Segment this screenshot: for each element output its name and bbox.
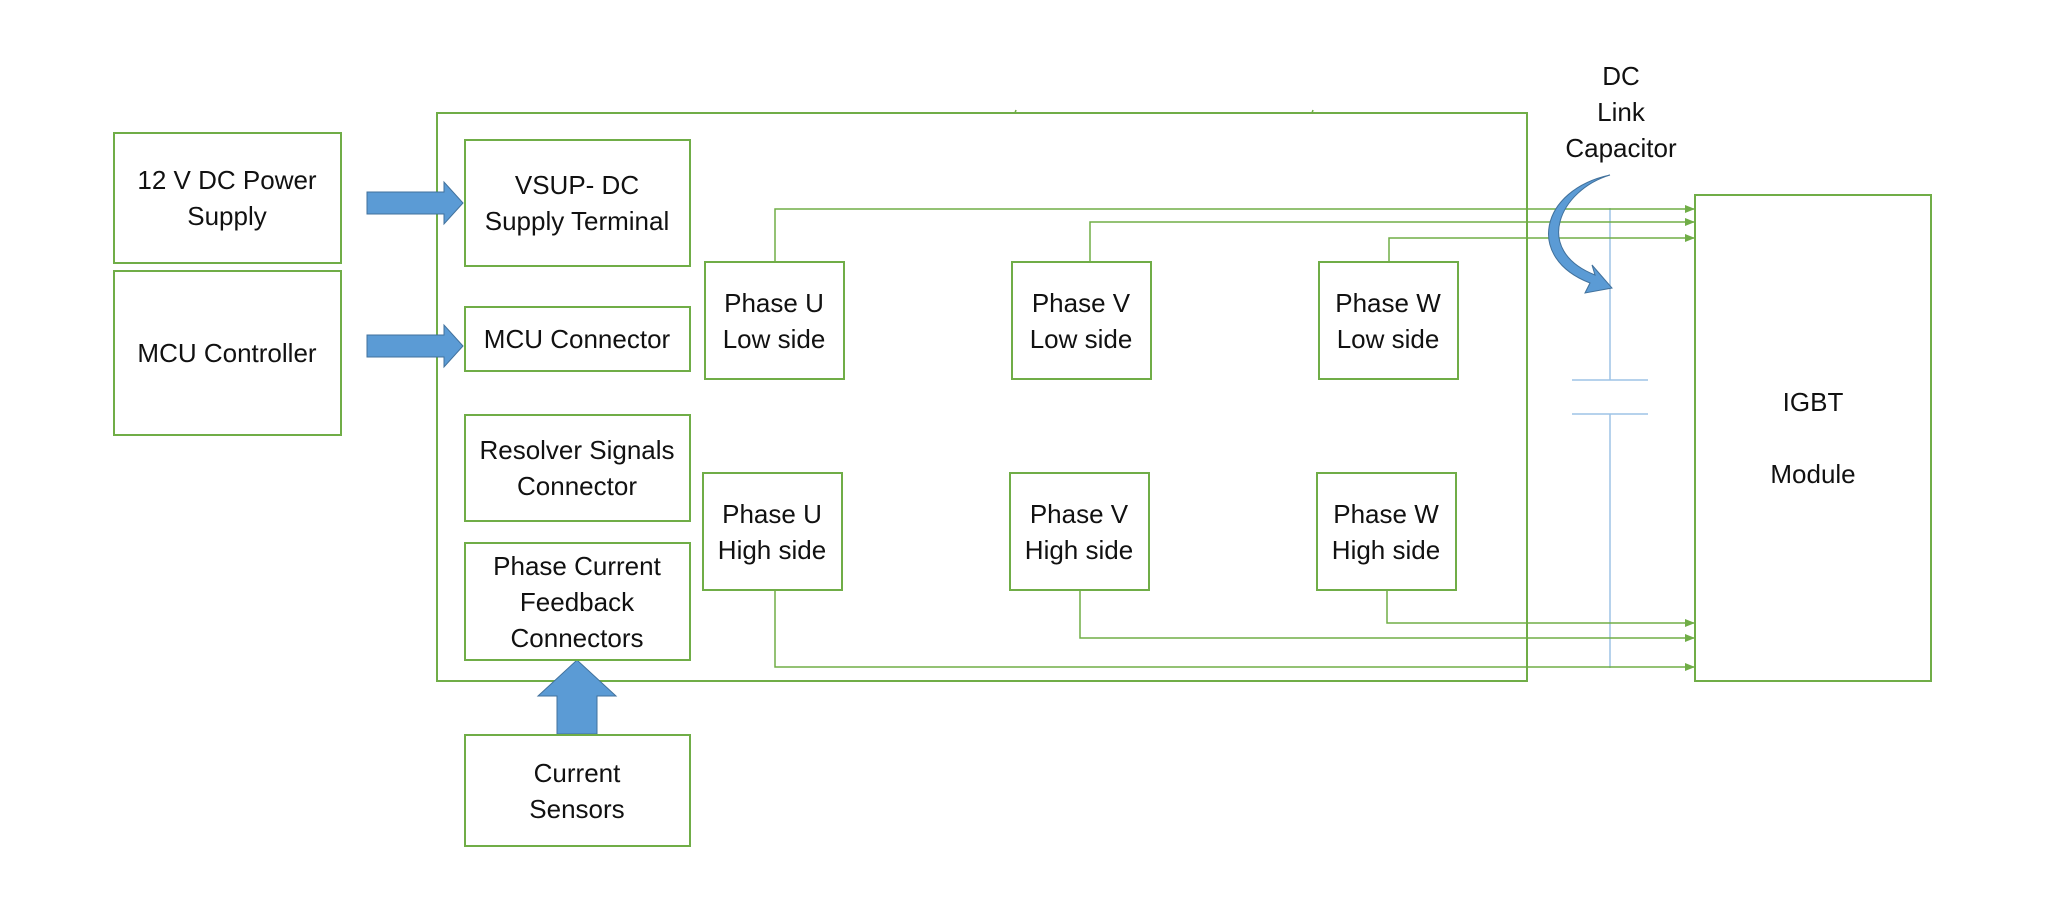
phase-w-high-wire [1386, 590, 1695, 627]
label-line: Feedback [520, 587, 635, 617]
igbt-module-label: IGBT Module [1770, 387, 1855, 489]
frame-tick [1014, 109, 1017, 114]
phase-v-high-wire [1079, 590, 1695, 642]
mcu-connector-box: MCU Connector [464, 306, 691, 372]
label-line: Resolver Signals [479, 435, 674, 465]
label-line: Current [534, 758, 621, 788]
label-line: Phase Current [493, 551, 661, 581]
label-line: Link [1597, 97, 1646, 127]
sensor-arrow [536, 659, 618, 735]
frame-tick [1311, 109, 1314, 114]
phase-v-low-label: Phase V Low side [1030, 288, 1133, 354]
label-line: Capacitor [1565, 133, 1677, 163]
phase-u-low-label: Phase U Low side [723, 288, 826, 354]
controller-board-frame [436, 112, 1528, 682]
phase-w-low-wire [1388, 234, 1695, 262]
phase-u-high-wire [774, 590, 1695, 671]
label-line: Low side [1030, 324, 1133, 354]
label-line: High side [718, 535, 826, 565]
label-line: Connector [517, 471, 637, 501]
phase-v-high-box: Phase V High side [1009, 472, 1150, 591]
mcu-arrow [366, 323, 464, 369]
label-line: DC [1602, 61, 1640, 91]
vsup-terminal-box: VSUP- DC Supply Terminal [464, 139, 691, 267]
label-line: Connectors [511, 623, 644, 653]
label-line: 12 V DC Power [137, 165, 317, 195]
label-line: High side [1332, 535, 1440, 565]
label-line: IGBT [1783, 387, 1844, 417]
phase-w-low-label: Phase W Low side [1335, 288, 1441, 354]
mcu-controller-label: MCU Controller [137, 338, 316, 368]
phase-v-high-label: Phase V High side [1025, 499, 1133, 565]
phase-u-high-box: Phase U High side [702, 472, 843, 591]
label-line: Low side [723, 324, 826, 354]
phase-u-high-label: Phase U High side [718, 499, 826, 565]
label-line: High side [1025, 535, 1133, 565]
capacitor-curved-arrow [1548, 174, 1613, 294]
phase-u-low-box: Phase U Low side [704, 261, 845, 380]
label-line: Sensors [529, 794, 624, 824]
label-line: Low side [1337, 324, 1440, 354]
phase-w-high-label: Phase W High side [1332, 499, 1440, 565]
vsup-terminal-label: VSUP- DC Supply Terminal [485, 170, 670, 236]
dc-link-capacitor [1572, 208, 1648, 668]
label-line: Phase U [722, 499, 822, 529]
igbt-module-box: IGBT Module [1694, 194, 1932, 682]
label-line: Phase W [1333, 499, 1439, 529]
label-line: Supply [187, 201, 267, 231]
label-line: MCU Controller [137, 338, 316, 368]
label-line: Module [1770, 459, 1855, 489]
label-line: MCU Connector [484, 324, 671, 354]
mcu-controller-box: MCU Controller [113, 270, 342, 436]
label-line: Phase W [1335, 288, 1441, 318]
power-arrow [366, 180, 464, 226]
label-line: Phase U [724, 288, 824, 318]
label-line: Supply Terminal [485, 206, 670, 236]
phase-u-low-wire [774, 205, 1695, 262]
phase-v-low-wire [1089, 218, 1695, 262]
phase-w-low-box: Phase W Low side [1318, 261, 1459, 380]
phase-v-low-box: Phase V Low side [1011, 261, 1152, 380]
label-line: VSUP- DC [515, 170, 639, 200]
label-line: Phase V [1032, 288, 1131, 318]
phase-w-high-box: Phase W High side [1316, 472, 1457, 591]
mcu-connector-label: MCU Connector [484, 324, 671, 354]
label-line: Phase V [1030, 499, 1129, 529]
